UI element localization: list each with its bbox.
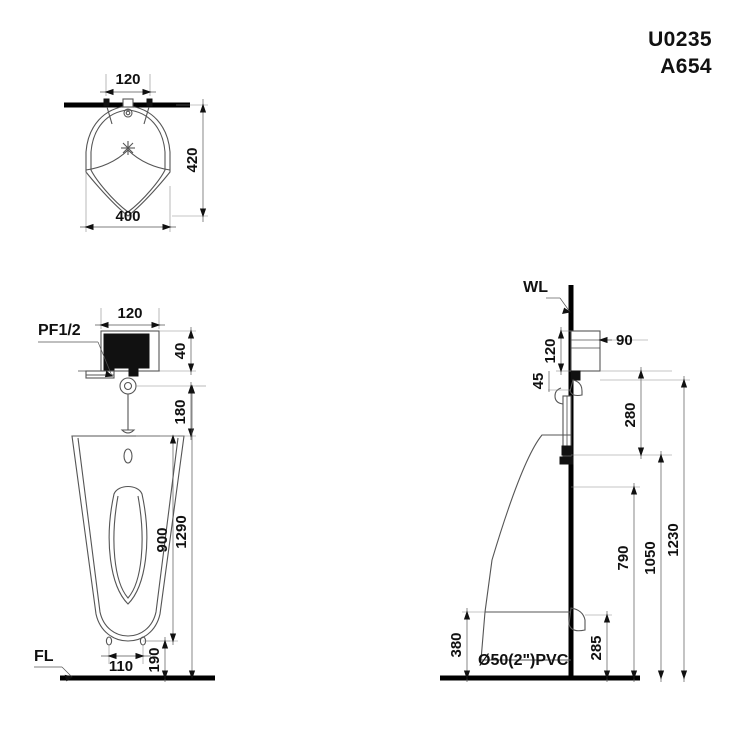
front-dim-40-text: 40 bbox=[172, 343, 189, 360]
side-dim-790: 790 bbox=[571, 483, 640, 682]
top-view-dim-120-text: 120 bbox=[115, 71, 140, 88]
front-bowl-inner bbox=[77, 437, 179, 637]
side-dim-280: 280 bbox=[571, 367, 672, 459]
front-label-pf12: PF1/2 bbox=[38, 322, 114, 378]
front-elevation: PF1/2 FL 120 bbox=[34, 305, 215, 682]
top-view-bolt-left bbox=[103, 98, 110, 107]
front-dim-120: 120 bbox=[95, 305, 165, 329]
side-elevation: WL Ø50(2")PVC bbox=[440, 279, 690, 682]
side-dim-280-text: 280 bbox=[622, 402, 639, 427]
product-code: U0235 bbox=[648, 28, 712, 51]
side-dim-380: 380 bbox=[448, 608, 485, 682]
top-view-bowl-inner bbox=[90, 109, 166, 213]
top-view-brace-right bbox=[143, 106, 150, 125]
side-drain-outlet bbox=[568, 607, 586, 632]
top-view-brace-left bbox=[106, 106, 113, 125]
side-valve-housing bbox=[570, 330, 601, 372]
front-valve-sensor bbox=[103, 333, 150, 369]
side-dim-45: 45 bbox=[530, 371, 571, 392]
side-dim-90: 90 bbox=[571, 332, 648, 349]
front-dim-110-text: 110 bbox=[109, 658, 133, 675]
front-spud-outer bbox=[119, 377, 137, 395]
front-bowl-outline bbox=[71, 435, 185, 642]
front-fixing-hole-left bbox=[105, 636, 113, 646]
side-valve-outlet bbox=[570, 370, 581, 381]
front-dim-40: 40 bbox=[159, 327, 196, 375]
side-dim-120-text: 120 bbox=[542, 338, 559, 363]
top-view-bolt-right bbox=[146, 98, 153, 107]
side-label-wl-text: WL bbox=[523, 279, 548, 296]
side-dim-1230: 1230 bbox=[600, 376, 690, 682]
side-dim-1050: 1050 bbox=[642, 451, 665, 682]
side-dim-1050-text: 1050 bbox=[642, 541, 659, 574]
front-label-fl: FL bbox=[34, 648, 74, 682]
front-dim-190-text: 190 bbox=[146, 647, 163, 672]
side-bowl-base bbox=[480, 611, 571, 661]
front-dim-1290: 1290 bbox=[173, 384, 206, 680]
front-valve-outlet-right bbox=[128, 367, 139, 377]
side-dim-45-text: 45 bbox=[530, 373, 547, 390]
title-block: U0235 A654 bbox=[648, 26, 712, 81]
side-dim-790-text: 790 bbox=[615, 545, 632, 570]
front-spud-flange bbox=[120, 429, 136, 434]
side-bowl-outline bbox=[484, 434, 571, 613]
top-view-dim-120: 120 bbox=[100, 71, 156, 96]
front-dim-190: 190 bbox=[143, 637, 170, 682]
front-bowl-basin-inner bbox=[113, 495, 143, 599]
side-stop-valve bbox=[561, 445, 573, 456]
product-model: A654 bbox=[660, 55, 712, 79]
side-dim-90-text: 90 bbox=[616, 332, 633, 349]
side-dim-1230-text: 1230 bbox=[665, 523, 682, 556]
top-view-dim-400: 400 bbox=[80, 172, 176, 232]
side-dim-380-text: 380 bbox=[448, 632, 465, 657]
top-view-dim-420: 420 bbox=[172, 99, 208, 222]
top-view-dim-420-text: 420 bbox=[184, 147, 201, 172]
front-label-pf12-text: PF1/2 bbox=[38, 322, 81, 339]
front-dim-180-text: 180 bbox=[172, 399, 189, 424]
front-bowl-basin bbox=[108, 485, 148, 605]
front-dim-180: 180 bbox=[136, 382, 196, 440]
front-spud-inner bbox=[123, 381, 133, 391]
side-elbow bbox=[569, 379, 583, 397]
top-view: 120 400 420 bbox=[64, 71, 208, 232]
side-connector bbox=[559, 456, 574, 465]
front-dim-110: 110 bbox=[101, 645, 151, 675]
side-label-wl: WL bbox=[523, 279, 572, 315]
top-view-inlet-dot bbox=[125, 110, 131, 116]
top-view-drain-symbol bbox=[121, 141, 135, 155]
side-label-drain-spec: Ø50(2")PVC bbox=[478, 652, 569, 669]
front-dim-120-text: 120 bbox=[117, 305, 142, 322]
front-bowl-drain bbox=[123, 448, 133, 464]
front-dim-900-text: 900 bbox=[154, 527, 171, 552]
side-trap-curve bbox=[554, 387, 564, 405]
front-dim-1290-text: 1290 bbox=[173, 515, 190, 548]
top-view-inlet-box bbox=[122, 98, 134, 108]
top-view-inlet-circle bbox=[123, 108, 133, 118]
front-label-fl-text: FL bbox=[34, 648, 54, 665]
side-dim-120: 120 bbox=[542, 327, 571, 375]
top-view-dim-400-text: 400 bbox=[115, 208, 140, 225]
top-view-bowl-outline bbox=[85, 105, 171, 217]
side-dim-285-text: 285 bbox=[588, 635, 605, 660]
side-dim-285: 285 bbox=[585, 611, 612, 682]
